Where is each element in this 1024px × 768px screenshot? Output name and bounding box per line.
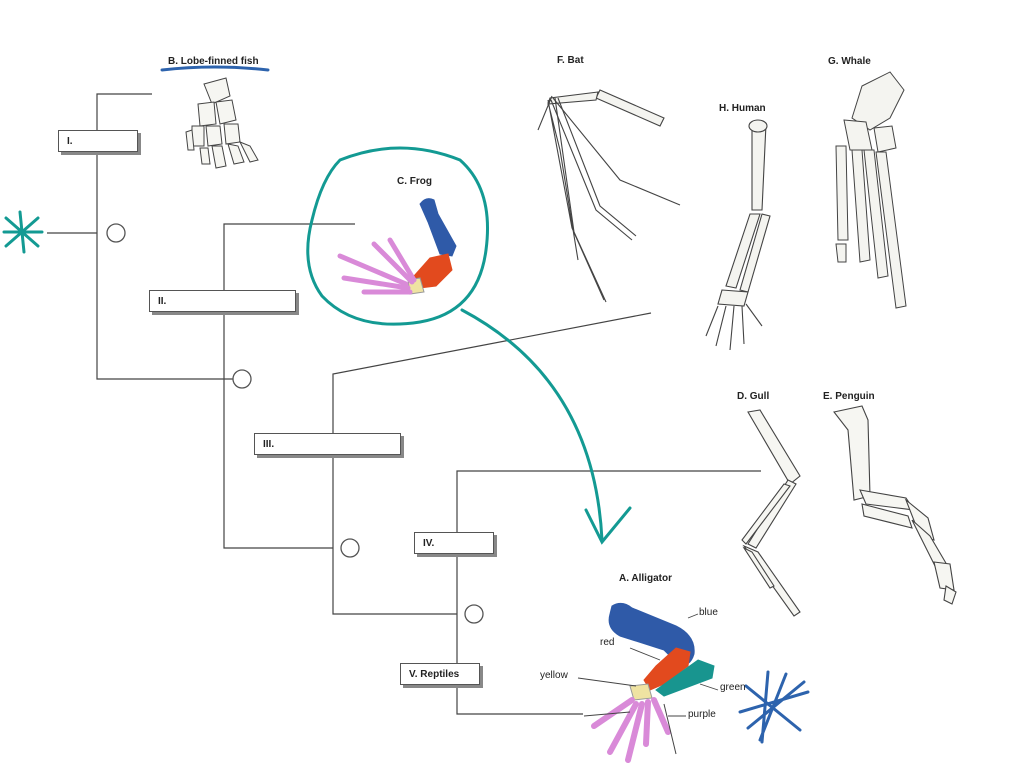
- gull-wing-illustration: [741, 409, 801, 617]
- teal-asterisk: [2, 210, 44, 254]
- connector-arrow: [460, 308, 604, 542]
- label-frog: C. Frog: [397, 176, 432, 187]
- node-circles: [106, 223, 484, 624]
- alligator-radius-red: [643, 647, 691, 691]
- clade-box-iii[interactable]: III.: [254, 433, 401, 455]
- bat-wing-illustration: [537, 89, 681, 303]
- node-circle-2: [232, 369, 252, 389]
- label-color-yellow: yellow: [540, 670, 568, 681]
- frog-humerus-blue: [419, 198, 457, 257]
- penguin-flipper-illustration: [833, 405, 957, 605]
- frog-highlight-circle: [306, 146, 490, 326]
- label-color-red: red: [600, 637, 615, 648]
- node-circle-1: [106, 223, 126, 243]
- node-circle-4: [464, 604, 484, 624]
- label-color-purple: purple: [688, 709, 716, 720]
- teal-annotations: [2, 146, 632, 545]
- fish-fin-illustration: [185, 77, 259, 169]
- whale-flipper-illustration: [835, 71, 907, 309]
- label-bat: F. Bat: [557, 55, 584, 66]
- alligator-limb-illustration: [583, 602, 715, 763]
- clade-box-v-reptiles[interactable]: V. Reptiles: [400, 663, 480, 685]
- alligator-ulna-green: [655, 659, 715, 697]
- label-leader-lines: [577, 613, 719, 717]
- label-gull: D. Gull: [737, 391, 770, 402]
- cladogram-lines: [47, 93, 761, 715]
- label-lobe-finned-fish: B. Lobe-finned fish: [168, 56, 259, 67]
- alligator-humerus-blue: [608, 602, 695, 666]
- label-human: H. Human: [719, 103, 766, 114]
- label-whale: G. Whale: [828, 56, 871, 67]
- label-penguin: E. Penguin: [823, 391, 875, 402]
- clade-box-iv[interactable]: IV.: [414, 532, 494, 554]
- node-circle-3: [340, 538, 360, 558]
- arrow-head: [584, 506, 632, 545]
- human-arm-illustration: [705, 119, 771, 351]
- blue-asterisk: [738, 670, 810, 744]
- label-color-blue: blue: [699, 607, 718, 618]
- label-color-green: green: [720, 682, 746, 693]
- alligator-digits-purple: [591, 697, 671, 763]
- clade-box-ii[interactable]: II.: [149, 290, 296, 312]
- frog-limb-illustration: [337, 198, 457, 295]
- frog-digits-purple: [337, 237, 417, 295]
- label-alligator: A. Alligator: [619, 573, 672, 584]
- clade-box-i[interactable]: I.: [58, 130, 138, 152]
- fish-label-underline: [160, 65, 270, 72]
